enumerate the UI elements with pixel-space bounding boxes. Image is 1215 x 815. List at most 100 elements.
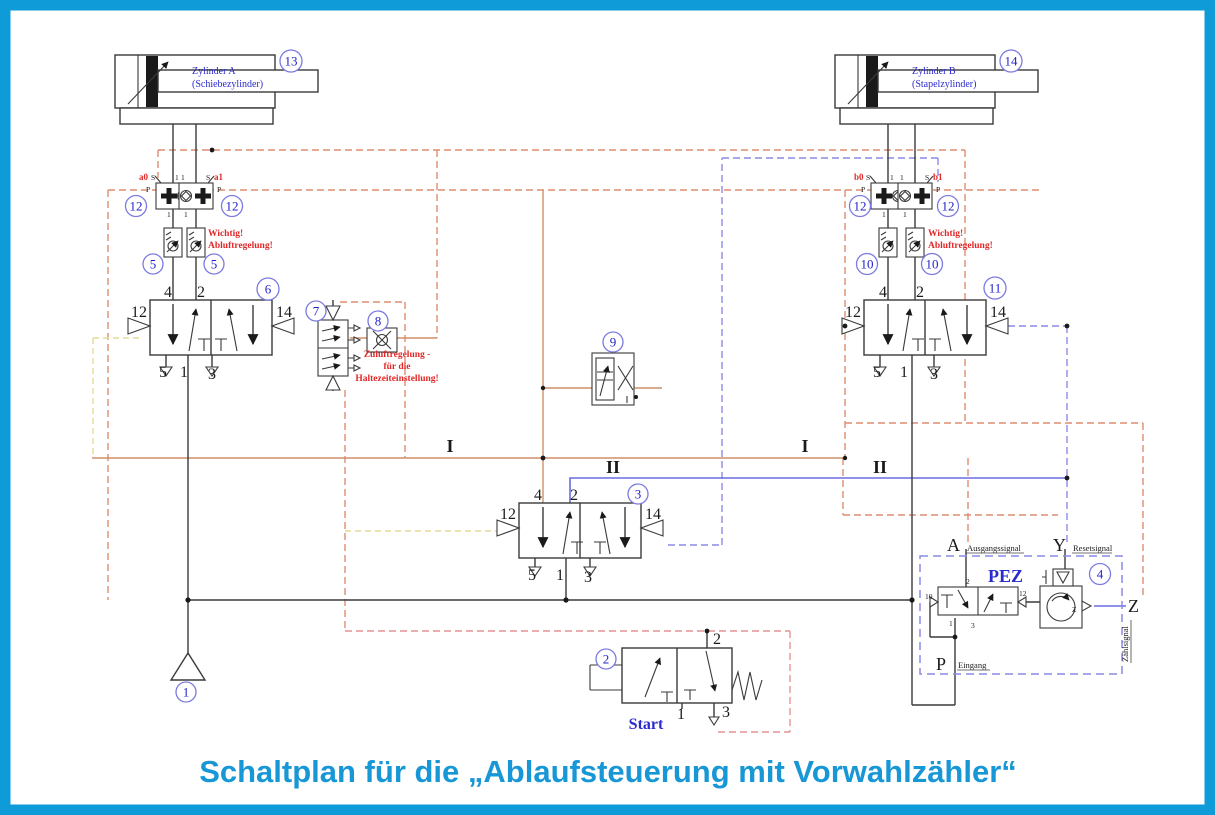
comp7-vertical-valve <box>317 305 362 391</box>
b1-port-1b: 1 <box>903 210 907 219</box>
valve3-port14: 14 <box>645 506 661 523</box>
badge-8-text: 8 <box>375 314 382 329</box>
pez-a-label: Ausgangssignal <box>967 543 1021 553</box>
a1-port-1b: 1 <box>184 210 188 219</box>
badge-1: 1 <box>175 681 197 703</box>
valve-52-left: 4 2 12 14 5 1 3 <box>127 284 295 383</box>
valve6-port12: 12 <box>131 304 147 321</box>
b1-port-s: S <box>925 173 929 182</box>
b1-port-1t: 1 <box>900 173 904 182</box>
b0-port-s: S <box>866 173 870 182</box>
signal-lines-yellow-dashed <box>92 337 497 532</box>
start-port2: 2 <box>713 631 721 648</box>
valve3-port12: 12 <box>500 506 516 523</box>
pez-y: Y <box>1053 535 1066 555</box>
supply-triangle <box>169 651 207 681</box>
valve-52-right: 4 2 12 14 5 1 3 <box>841 284 1009 383</box>
pez-z-label: Zählsignal <box>1120 625 1130 662</box>
valve11-port12: 12 <box>845 304 861 321</box>
start-valve: 2 1 3 Start <box>589 631 763 733</box>
cylinder-b-name: Zylinder B <box>912 66 956 77</box>
junction-dots <box>185 147 1070 640</box>
valve11-pilot-12 <box>841 317 866 335</box>
a1-port-s: S <box>206 173 210 182</box>
badge-12-a1-text: 12 <box>226 199 239 214</box>
cylinder-b-mount <box>839 107 994 125</box>
valve3-port4: 4 <box>534 487 542 504</box>
valve3-exhaust-3 <box>582 566 598 577</box>
valve11-port3: 3 <box>930 366 938 383</box>
badge-5l-text: 5 <box>150 257 157 272</box>
limit-valve-a1: 1 S a1 P 1 <box>178 172 224 219</box>
pez-pilot-12 <box>1016 596 1027 608</box>
flow-valve-a0 <box>163 227 183 258</box>
valve3-pilot-14 <box>639 519 664 537</box>
badge-11: 11 <box>983 276 1007 300</box>
badge-5-left: 5 <box>142 253 164 275</box>
flow-valve-a1 <box>186 227 206 258</box>
comp8-throttle <box>366 327 398 353</box>
pez-z: Z <box>1128 596 1139 616</box>
pez-port3: 3 <box>971 621 975 630</box>
pez-z-out <box>1081 600 1093 612</box>
badge-4: 4 <box>1088 562 1112 586</box>
a0-port-p: P <box>146 185 150 194</box>
a0-port-1t: 1 <box>175 173 179 182</box>
step-II-line <box>569 477 1067 503</box>
pez-p: P <box>936 654 946 674</box>
valve6-exhaust-5 <box>158 366 174 377</box>
badge-6-text: 6 <box>265 282 272 297</box>
badge-12-b0: 12 <box>848 194 872 218</box>
pez-y-label: Resetsignal <box>1073 543 1113 553</box>
warning-left-1: Wichtig! <box>208 229 243 239</box>
pez-counter-z: Z <box>1072 605 1077 614</box>
valve6-port4: 4 <box>164 284 172 301</box>
cylinder-a-mount <box>119 107 274 125</box>
comp8-note-3: Haltezeiteinstellung! <box>355 374 438 384</box>
badge-3: 3 <box>627 483 649 505</box>
comp7-pilot-top <box>325 305 341 322</box>
pez-port2: 2 <box>966 577 970 586</box>
valve11-port1: 1 <box>900 364 908 381</box>
cylinder-a-adjust-arrow <box>127 61 169 105</box>
valve6-port5: 5 <box>159 364 167 381</box>
badge-10l-text: 10 <box>861 257 874 272</box>
badge-12-b0-text: 12 <box>854 199 867 214</box>
valve3-feeder-line <box>350 190 662 503</box>
valve3-pilot-12 <box>496 519 521 537</box>
badge-12-a1: 12 <box>220 194 244 218</box>
badge-6: 6 <box>256 277 280 301</box>
step-I-label-left: I <box>446 436 453 456</box>
badge-14: 14 <box>999 49 1023 73</box>
limit-a1-label: a1 <box>214 172 224 182</box>
valve11-exhaust-5 <box>872 366 888 377</box>
valve3-port2: 2 <box>570 487 578 504</box>
badge-5-right: 5 <box>203 253 225 275</box>
pez-p-label: Eingang <box>958 660 987 670</box>
supply-source <box>169 651 207 681</box>
badge-14-text: 14 <box>1005 54 1019 69</box>
badge-10-left: 10 <box>855 252 879 276</box>
b1-port-p: P <box>936 185 940 194</box>
valve3-exhaust-5 <box>527 566 543 577</box>
pez-box <box>919 555 1123 675</box>
start-exhaust <box>708 716 720 727</box>
cylinder-a-subtitle: (Schiebezylinder) <box>192 79 263 90</box>
step-II-label-right: II <box>873 457 887 477</box>
valve6-exhaust-3 <box>204 366 220 377</box>
valve6-pilot-12 <box>127 317 152 335</box>
valve3-port1: 1 <box>556 567 564 584</box>
a0-port-s: S <box>151 173 155 182</box>
a0-port-1b: 1 <box>167 210 171 219</box>
valve-52-center: 4 2 12 14 5 1 3 <box>496 487 664 586</box>
warning-right-1: Wichtig! <box>928 229 963 239</box>
flow-valve-b0 <box>878 227 898 258</box>
badge-13-text: 13 <box>285 54 298 69</box>
valve6-port3: 3 <box>208 366 216 383</box>
cylinder-a: Zylinder A (Schiebezylinder) <box>114 54 319 125</box>
pez-unit: A Ausgangssignal Y Resetsignal PEZ Z Zäh… <box>919 535 1139 675</box>
valve11-port2: 2 <box>916 284 924 301</box>
badge-12-b1-text: 12 <box>942 199 955 214</box>
